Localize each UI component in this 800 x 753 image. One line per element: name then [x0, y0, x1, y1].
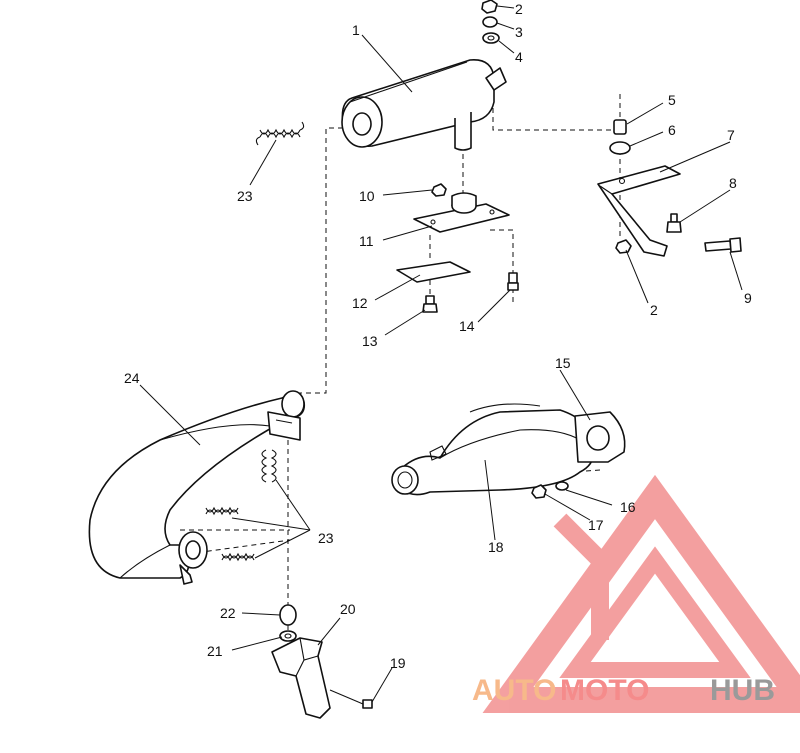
watermark-auto: AUTO: [472, 674, 556, 707]
callout-4: 4: [515, 49, 523, 65]
callout-23-top: 23: [237, 188, 253, 204]
callout-3: 3: [515, 24, 523, 40]
callout-8: 8: [729, 175, 737, 191]
callout-22: 22: [220, 605, 236, 621]
callout-12: 12: [352, 295, 368, 311]
expansion-chamber: [88, 390, 306, 585]
mount-bracket: [597, 165, 681, 257]
callout-2-bracket: 2: [650, 302, 658, 318]
lower-bracket-parts: [271, 604, 373, 719]
callout-17: 17: [588, 517, 604, 533]
callout-18: 18: [488, 539, 504, 555]
hardware-top: [481, 0, 500, 44]
callout-19: 19: [390, 655, 406, 671]
callout-20: 20: [340, 601, 356, 617]
callout-1: 1: [352, 22, 360, 38]
callout-23-lower: 23: [318, 530, 334, 546]
callout-2-top: 2: [515, 1, 523, 17]
callout-labels: 1 2 3 4 5 6 7 8 2 9 10 11 12 13 14 15 16…: [124, 1, 752, 671]
callout-16: 16: [620, 499, 636, 515]
watermark-hub: HUB: [710, 674, 775, 707]
callout-13: 13: [362, 333, 378, 349]
callout-9: 9: [744, 290, 752, 306]
watermark-moto: MOTO: [560, 674, 649, 707]
muffler: [341, 59, 507, 151]
manifold-fasteners: [531, 481, 569, 499]
callout-6: 6: [668, 122, 676, 138]
springs: [205, 121, 305, 562]
callout-14: 14: [459, 318, 475, 334]
leader-lines: [139, 5, 743, 703]
exhaust-manifold: [391, 403, 626, 496]
watermark-text: AUTO MOTO HUB: [472, 674, 775, 707]
assembly-lines: [179, 90, 621, 648]
callout-11: 11: [359, 233, 374, 249]
callout-5: 5: [668, 92, 676, 108]
bracket-fasteners: [615, 213, 742, 254]
callout-7: 7: [727, 127, 735, 143]
bushings: [609, 119, 631, 155]
plates-and-bolts: [396, 183, 519, 313]
watermark-logo: [482, 474, 800, 713]
callout-10: 10: [359, 188, 375, 204]
callout-15: 15: [555, 355, 571, 371]
callout-21: 21: [207, 643, 223, 659]
callout-24: 24: [124, 370, 140, 386]
